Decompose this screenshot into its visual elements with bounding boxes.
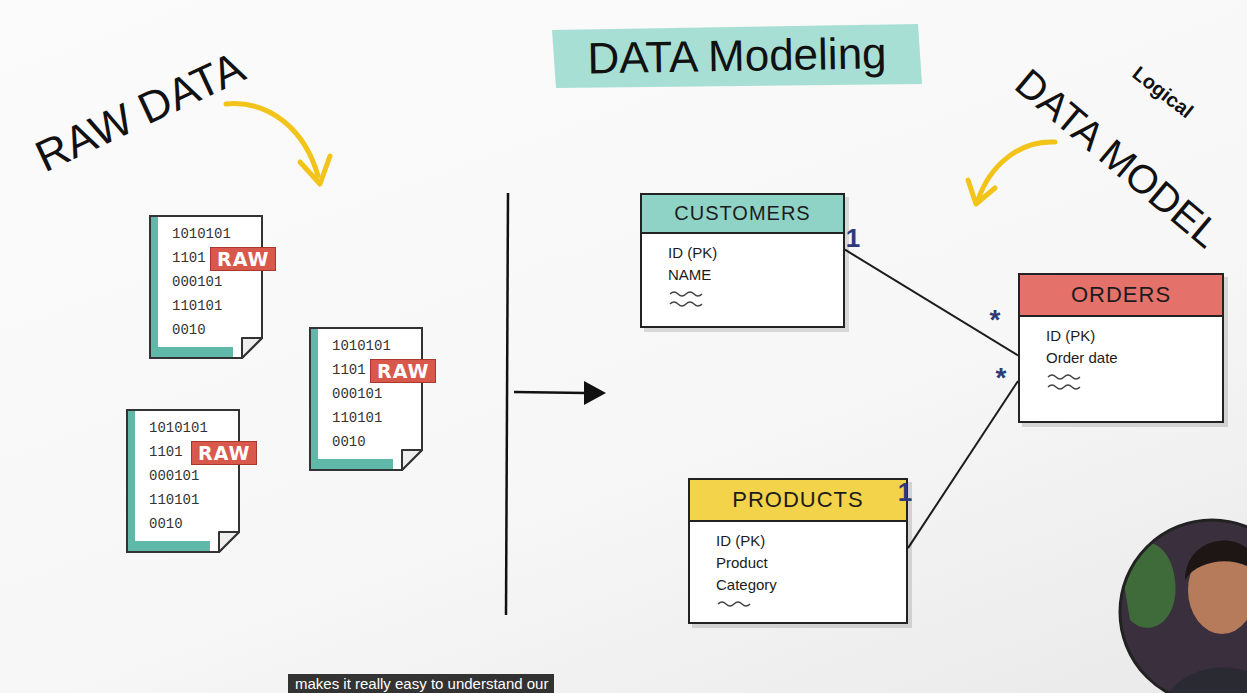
transform-arrowhead bbox=[584, 381, 606, 405]
binary-text: 1010101 1101 000101 110101 0010 bbox=[310, 328, 394, 454]
cardinality-mark: * bbox=[996, 363, 1007, 394]
section-heading: DATA MODEL bbox=[1007, 60, 1228, 256]
table-name: CUSTOMERS bbox=[642, 195, 843, 234]
binary-text: 1010101 1101 000101 110101 0010 bbox=[150, 216, 234, 342]
tag-text: RAW bbox=[377, 360, 429, 382]
raw-file: 1010101 1101 000101 110101 0010RAW bbox=[310, 328, 422, 470]
entity-table: ORDERSID (PK)Order date bbox=[1018, 273, 1224, 423]
column-name: Category bbox=[716, 574, 892, 596]
entity-table: CUSTOMERSID (PK)NAME bbox=[640, 193, 845, 328]
table-body: ID (PK)ProductCategory bbox=[690, 522, 906, 622]
webcam-bubble bbox=[1110, 510, 1247, 693]
section-heading: RAW DATA bbox=[28, 43, 252, 182]
cardinality-mark: 1 bbox=[898, 478, 912, 507]
column-name: NAME bbox=[668, 264, 829, 286]
placeholder-squiggle bbox=[668, 288, 708, 316]
section-subheading: Logical bbox=[1129, 62, 1198, 122]
column-name: ID (PK) bbox=[1046, 325, 1208, 347]
table-name: ORDERS bbox=[1020, 275, 1222, 317]
raw-file: 1010101 1101 000101 110101 0010RAW bbox=[150, 216, 262, 358]
raw-tag: RAW bbox=[210, 247, 276, 271]
column-name: ID (PK) bbox=[716, 530, 892, 552]
relationship-line bbox=[845, 250, 1018, 356]
placeholder-squiggle bbox=[1046, 371, 1086, 399]
tag-text: RAW bbox=[198, 442, 250, 464]
binary-text: 1010101 1101 000101 110101 0010 bbox=[127, 410, 211, 536]
raw-tag: RAW bbox=[370, 359, 436, 383]
cardinality-mark: 1 bbox=[846, 224, 860, 253]
video-caption: makes it really easy to understand our bbox=[292, 675, 551, 692]
relationship-line bbox=[908, 381, 1018, 548]
column-name: ID (PK) bbox=[668, 242, 829, 264]
title-highlight bbox=[552, 24, 922, 88]
entity-table: PRODUCTSID (PK)ProductCategory bbox=[688, 478, 908, 624]
column-name: Order date bbox=[1046, 347, 1208, 369]
tag-text: RAW bbox=[217, 248, 269, 270]
pointer-arrowhead bbox=[300, 156, 330, 184]
divider-line bbox=[506, 193, 508, 615]
pointer-arrowhead bbox=[968, 180, 995, 204]
table-body: ID (PK)NAME bbox=[642, 234, 843, 322]
webcam-ring bbox=[1120, 520, 1247, 693]
diagram-title: DATA Modeling bbox=[587, 29, 887, 83]
table-name: PRODUCTS bbox=[690, 480, 906, 522]
cardinality-mark: * bbox=[990, 305, 1001, 336]
raw-tag: RAW bbox=[191, 441, 257, 465]
column-name: Product bbox=[716, 552, 892, 574]
caption-band bbox=[288, 674, 554, 693]
placeholder-squiggle bbox=[716, 598, 756, 616]
transform-arrow bbox=[514, 392, 586, 393]
table-body: ID (PK)Order date bbox=[1020, 317, 1222, 405]
raw-file: 1010101 1101 000101 110101 0010RAW bbox=[127, 410, 239, 552]
